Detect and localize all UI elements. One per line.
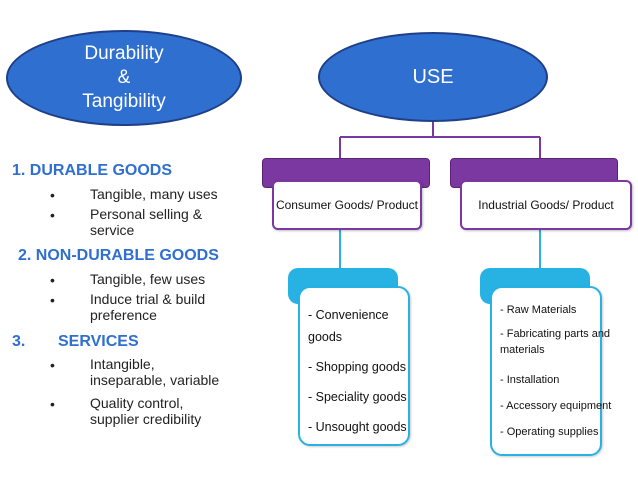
bullet-text: preference [90, 307, 157, 323]
bullet-text: inseparable, variable [90, 372, 220, 388]
consumer-goods-list: - Convenience goods - Shopping goods - S… [298, 286, 410, 446]
list-item: goods [308, 330, 343, 344]
non-durable-goods-heading: 2. NON-DURABLE GOODS [18, 247, 219, 264]
list-item: - Unsought goods [308, 420, 407, 434]
bullet-text: Personal selling & [90, 206, 203, 222]
list-item: - Raw Materials [500, 304, 577, 316]
list-item: - Operating supplies [500, 426, 599, 438]
list-item: - Convenience [308, 308, 389, 322]
bullet-text: supplier credibility [90, 411, 202, 427]
industrial-goods-box: Industrial Goods/ Product [460, 180, 632, 230]
bullet-icon: • [50, 207, 55, 223]
services-number: 3. [12, 333, 26, 350]
bullet-icon: • [50, 357, 55, 373]
bullet-text: Intangible, [90, 356, 155, 372]
list-item: materials [500, 344, 545, 356]
consumer-goods-box: Consumer Goods/ Product [272, 180, 422, 230]
services-heading: SERVICES [58, 333, 139, 350]
list-item: - Fabricating parts and [500, 328, 611, 340]
use-label: USE [412, 65, 454, 88]
list-item: - Installation [500, 374, 560, 386]
industrial-goods-title: Industrial Goods/ Product [478, 198, 614, 212]
bullet-icon: • [50, 292, 55, 308]
list-item: - Shopping goods [308, 360, 406, 374]
goods-classification-list: 1. DURABLE GOODS • Tangible, many uses •… [0, 0, 250, 478]
use-ellipse: USE [318, 32, 548, 122]
ellipse-line: Durability [84, 43, 164, 64]
durable-goods-heading: 1. DURABLE GOODS [12, 162, 173, 179]
bullet-text: Tangible, many uses [90, 186, 218, 202]
ellipse-line: & [117, 67, 131, 88]
consumer-goods-title: Consumer Goods/ Product [275, 198, 419, 212]
bullet-text: service [90, 222, 135, 238]
ellipse-line: Tangibility [82, 91, 166, 112]
industrial-goods-list: - Raw Materials - Fabricating parts and … [490, 286, 611, 456]
bullet-text: Quality control, [90, 395, 184, 411]
list-item: - Accessory equipment [500, 400, 612, 412]
list-item: - Speciality goods [308, 390, 407, 404]
bullet-icon: • [50, 272, 55, 288]
bullet-icon: • [50, 187, 55, 203]
durability-tangibility-ellipse: Durability & Tangibility [6, 30, 242, 126]
bullet-text: Tangible, few uses [90, 271, 206, 287]
bullet-icon: • [50, 396, 55, 412]
bullet-text: Induce trial & build [90, 291, 206, 307]
